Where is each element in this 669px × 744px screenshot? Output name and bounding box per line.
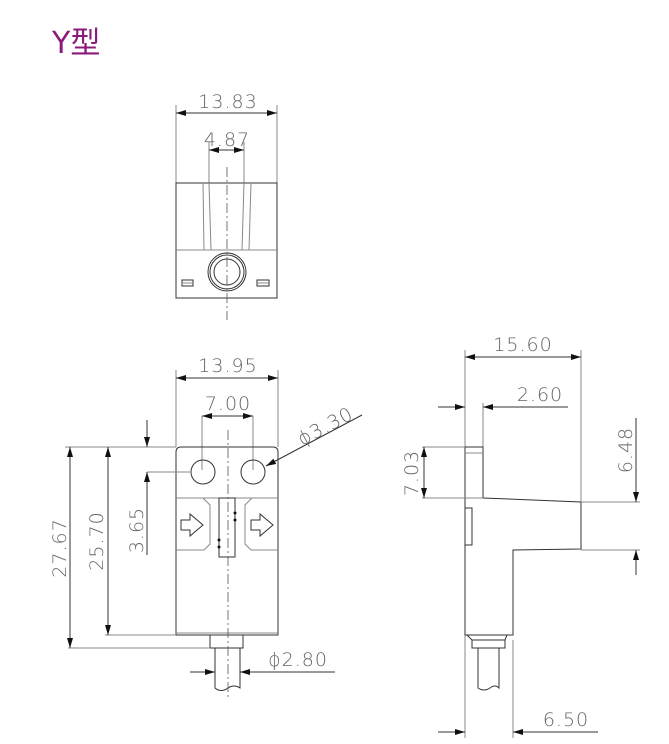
- dim-15-60: 15.60: [493, 334, 552, 356]
- dim-2-60: 2.60: [517, 384, 563, 406]
- dim-6-48: 6.48: [615, 427, 637, 473]
- arrow-right-icon: [250, 512, 274, 538]
- side-body: [464, 446, 582, 636]
- dim-7-00: 7.00: [205, 393, 251, 415]
- dim-13-83: 13.83: [198, 91, 257, 113]
- dim-4-87: 4.87: [204, 129, 250, 151]
- arrow-left-icon: [180, 512, 204, 538]
- diagram-title: Y型: [52, 26, 101, 61]
- dim-6-50: 6.50: [543, 709, 589, 731]
- front-body: [175, 446, 279, 636]
- mount-hole-left: [190, 459, 216, 485]
- side-view: 15.60 2.60 7.03 6.48 6.50: [401, 334, 640, 738]
- dim-7-03: 7.03: [401, 450, 423, 496]
- dim-27-67: 27.67: [49, 518, 71, 577]
- top-body: [175, 182, 278, 299]
- front-view: 13.95 7.00 ϕ3.30 27.67 25.70 3.65 ϕ2: [49, 355, 363, 700]
- mount-hole-right: [240, 459, 266, 485]
- dim-3-65: 3.65: [126, 507, 148, 553]
- top-view: 13.83 4.87: [175, 91, 278, 320]
- dim-13-95: 13.95: [198, 355, 257, 377]
- dim-cable-diameter: ϕ2.80: [268, 649, 328, 671]
- dim-25-70: 25.70: [86, 511, 108, 570]
- dim-hole-diameter: ϕ3.30: [294, 403, 357, 451]
